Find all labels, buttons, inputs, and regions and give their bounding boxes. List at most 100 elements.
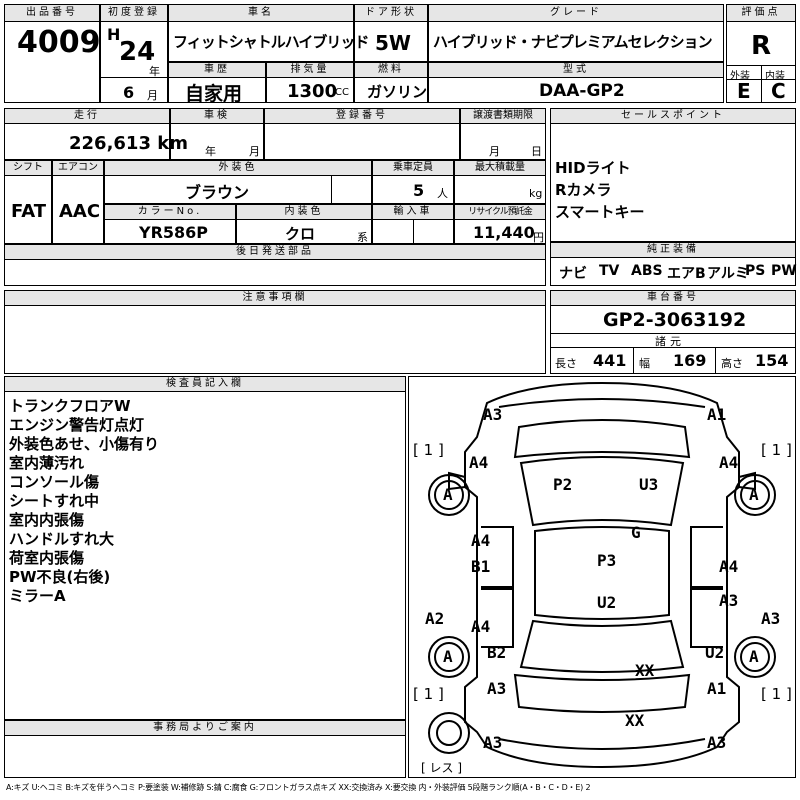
sales-point-item: Rカメラ bbox=[555, 181, 612, 199]
car-diagram: A3 A1 A4 A4 P2 U3 G A4 B1 P3 A4 A3 U2 A2… bbox=[408, 376, 796, 778]
later-parts-label: 後日発送部品 bbox=[5, 245, 545, 260]
damage-mark: P2 bbox=[553, 475, 573, 494]
year-unit: 年 bbox=[149, 65, 160, 78]
model: DAA-GP2 bbox=[539, 81, 625, 101]
tire-count-bracket: [ 1 ] bbox=[413, 441, 444, 459]
tire-count: 1 bbox=[423, 685, 434, 703]
length-label: 長さ bbox=[555, 357, 577, 370]
chassis-label: 車台番号 bbox=[551, 291, 795, 306]
inspector-line: エンジン警告灯点灯 bbox=[9, 416, 145, 434]
int-label: 内装 bbox=[765, 71, 785, 82]
tire-count: 1 bbox=[771, 441, 782, 459]
transfer-cell: 譲渡書類期限 月 日 bbox=[460, 108, 546, 160]
inspector-label: 検査員記入欄 bbox=[5, 377, 405, 392]
inspector-line: 外装色あせ、小傷有り bbox=[9, 435, 160, 453]
dims-label: 諸元 bbox=[655, 335, 685, 348]
mileage: 226,613 km bbox=[69, 133, 188, 154]
color: ブラウン bbox=[185, 183, 250, 202]
grade: ハイブリッド・ナビプレミアムセレクション bbox=[433, 33, 713, 51]
recycle-label: リサイクル預託金 bbox=[455, 205, 545, 220]
width-label: 幅 bbox=[639, 357, 650, 370]
tire-count: 1 bbox=[423, 441, 434, 459]
rear-left-tire bbox=[428, 636, 470, 678]
insp-year-unit: 年 bbox=[205, 145, 216, 158]
mileage-label: 走行 bbox=[5, 109, 169, 124]
damage-mark: U3 bbox=[639, 475, 659, 494]
inspector-line: トランクフロアW bbox=[9, 397, 131, 415]
fuel-label: 燃料 bbox=[355, 63, 427, 78]
inspector-line: PW不良(右後) bbox=[9, 568, 111, 586]
score-cell: 評価点 R 外装 内装 E C bbox=[726, 4, 796, 103]
damage-mark: A4 bbox=[469, 453, 489, 472]
damage-mark: U2 bbox=[705, 643, 725, 662]
damage-mark: U2 bbox=[597, 593, 617, 612]
model-label: 型式 bbox=[429, 63, 723, 78]
damage-mark: A3 bbox=[761, 609, 781, 628]
displacement-unit: CC bbox=[335, 87, 349, 98]
load-cell: 最大積載量 kg bbox=[454, 160, 546, 204]
interior-label: 内装色 bbox=[237, 205, 371, 220]
score: R bbox=[751, 31, 772, 61]
load-unit: kg bbox=[529, 187, 543, 200]
notes-label: 注意事項欄 bbox=[5, 291, 545, 306]
equipment-item: アルミ bbox=[707, 266, 749, 282]
era: H bbox=[107, 25, 121, 44]
first-reg-cell: 初度登録 H 24 年 6 月 bbox=[100, 4, 168, 103]
inspector-line: シートすれ中 bbox=[9, 492, 100, 510]
ext-score: E bbox=[737, 79, 751, 103]
interior-cell: 内装色 クロ 系 bbox=[236, 204, 372, 244]
inspector-cell: 検査員記入欄 トランクフロアW エンジン警告灯点灯 外装色あせ、小傷有り 室内薄… bbox=[4, 376, 406, 720]
transfer-label: 譲渡書類期限 bbox=[461, 109, 545, 124]
equipment-item: TV bbox=[599, 263, 620, 279]
rear-right-tire bbox=[734, 636, 776, 678]
damage-mark: G bbox=[631, 523, 641, 542]
height: 154 bbox=[755, 351, 789, 370]
tire-grade: A bbox=[443, 647, 453, 666]
import-label: 輸入車 bbox=[373, 205, 453, 220]
inspector-line: コンソール傷 bbox=[9, 473, 100, 491]
tire-grade: A bbox=[749, 647, 759, 666]
month-unit: 月 bbox=[147, 89, 158, 102]
tr-month-unit: 月 bbox=[489, 145, 500, 158]
doors-label: ドア形状 bbox=[355, 5, 427, 22]
fuel-cell: 燃料 ガソリン bbox=[354, 62, 428, 103]
car-outline bbox=[428, 381, 776, 769]
width: 169 bbox=[673, 351, 707, 370]
color-label: 外装色 bbox=[105, 161, 371, 176]
doors-cell: ドア形状 5W bbox=[354, 4, 428, 62]
sales-point-item: HIDライト bbox=[555, 159, 631, 177]
damage-mark: B2 bbox=[487, 643, 507, 662]
office-label: 事務局よりご案内 bbox=[5, 721, 405, 736]
equipment-item: PS bbox=[745, 263, 766, 279]
reg-month: 6 bbox=[123, 83, 135, 102]
auction-sheet: 出品番号 4009 初度登録 H 24 年 6 月 車名 フィットシャトルハイブ… bbox=[4, 4, 797, 796]
mileage-cell: 走行 226,613 km bbox=[4, 108, 188, 160]
damage-mark: A4 bbox=[471, 531, 491, 550]
inspector-line: 室内内張傷 bbox=[9, 511, 85, 529]
equipment-item: ABS bbox=[631, 263, 663, 279]
insp-month-unit: 月 bbox=[249, 145, 260, 158]
color-no-label: カラーNo. bbox=[105, 205, 235, 220]
tire-count-bracket: [ 1 ] bbox=[761, 685, 792, 703]
ext-label: 外装 bbox=[730, 71, 750, 82]
legend: A:キズ U:ヘコミ B:キズを伴うヘコミ P:要塗装 W:補修跡 S:錆 C:… bbox=[6, 783, 591, 792]
recycle: 11,440 bbox=[473, 223, 535, 242]
interior: クロ bbox=[285, 225, 316, 243]
damage-mark: A1 bbox=[707, 679, 727, 698]
grade-cell: グレード ハイブリッド・ナビプレミアムセレクション bbox=[428, 4, 724, 62]
inspector-line: ミラーA bbox=[9, 587, 66, 605]
chassis-number: GP2-3063192 bbox=[603, 309, 747, 331]
capacity-label: 乗車定員 bbox=[373, 161, 453, 176]
lot-label: 出品番号 bbox=[5, 5, 99, 22]
car-name-cell: 車名 フィットシャトルハイブリッド bbox=[168, 4, 369, 62]
height-label: 高さ bbox=[721, 357, 743, 370]
damage-mark: P3 bbox=[597, 551, 617, 570]
damage-mark: A3 bbox=[487, 679, 507, 698]
doors: 5W bbox=[375, 31, 411, 55]
equipment-item: エアB bbox=[667, 266, 706, 282]
tire-count: 1 bbox=[771, 685, 782, 703]
load-label: 最大積載量 bbox=[455, 161, 545, 176]
later-parts-cell: 後日発送部品 bbox=[4, 244, 546, 286]
int-score: C bbox=[771, 79, 786, 103]
import-cell: 輸入車 bbox=[372, 204, 454, 244]
